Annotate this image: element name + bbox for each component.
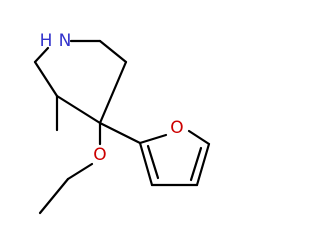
atom-labels: N H O O [40,31,184,165]
bond-furan-o-c5 [187,129,211,146]
bond-c3-c4 [98,60,128,125]
bond-ch2-ch3 [38,177,70,215]
piperidine-ring [33,39,128,125]
ethoxy-group [38,121,102,215]
bond-c5-c6 [33,60,59,98]
bond-c4-furan-c2 [98,121,142,145]
bond-furan-c5-c4 [195,142,211,187]
molecule-structure: N H O O [33,31,211,215]
bond-furan-c5-c4-double [189,146,203,182]
nitrogen-atom: N H [40,31,72,51]
bond-c2-c3 [98,39,128,64]
ether-oxygen-label: O [93,145,106,165]
bond-furan-c3-c2-double [146,144,160,180]
furan-ring [138,129,211,187]
nitrogen-label: N [59,31,72,51]
bond-furan-c3-c2 [138,141,154,187]
bond-oether-ch2 [66,162,94,181]
bond-c4-c5 [55,94,102,125]
hydrogen-label: H [40,31,53,51]
bond-furan-c2-o [138,133,168,145]
bond-c6-n1 [33,46,50,64]
furan-oxygen-label: O [170,118,183,138]
